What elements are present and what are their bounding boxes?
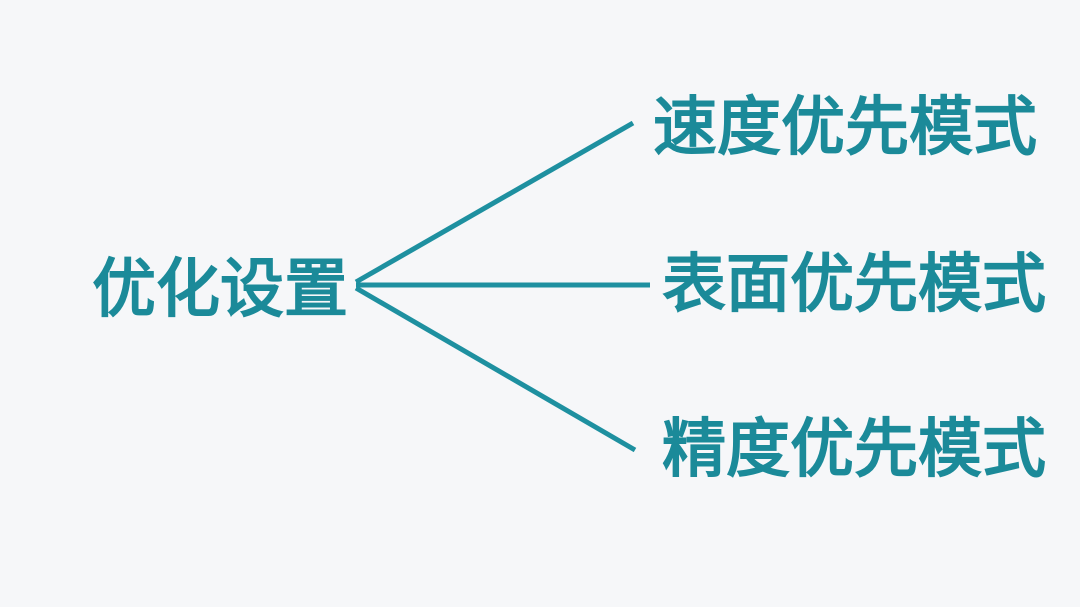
branch-node-label-precision-priority: 精度优先模式 bbox=[662, 413, 1046, 485]
connector-line-top bbox=[354, 120, 635, 285]
connector-line-bottom bbox=[354, 285, 637, 453]
root-node-label: 优化设置 bbox=[92, 253, 348, 325]
branch-node-label-surface-priority: 表面优先模式 bbox=[662, 248, 1046, 320]
branch-node-label-speed-priority: 速度优先模式 bbox=[653, 91, 1037, 163]
